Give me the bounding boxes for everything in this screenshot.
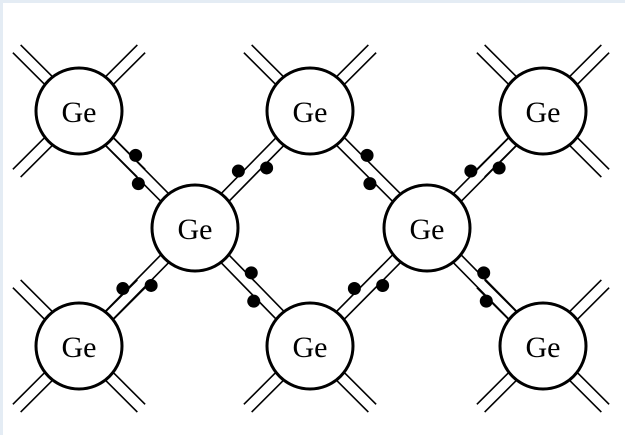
atom-circle: [382, 183, 472, 273]
shared-electron: [347, 281, 361, 295]
shared-electron: [231, 164, 245, 178]
germanium-atom: Ge: [498, 66, 588, 156]
shared-electron: [477, 266, 491, 280]
shared-electron: [131, 177, 145, 191]
shared-electron: [260, 161, 274, 175]
germanium-atom: Ge: [34, 301, 124, 391]
atom-label: Ge: [410, 213, 445, 246]
shared-electron: [144, 278, 158, 292]
shared-electron: [129, 148, 143, 162]
germanium-atom: Ge: [150, 183, 240, 273]
germanium-atom: Ge: [34, 66, 124, 156]
atom-circle: [34, 301, 124, 391]
shared-electron: [464, 164, 478, 178]
atom-label: Ge: [293, 96, 328, 129]
atom-label: Ge: [293, 331, 328, 364]
electrons-layer: [116, 148, 506, 308]
germanium-atom: Ge: [498, 301, 588, 391]
atom-circle: [265, 66, 355, 156]
shared-electron: [376, 279, 390, 293]
atom-circle: [498, 301, 588, 391]
atom-circle: [34, 66, 124, 156]
atom-label: Ge: [178, 213, 213, 246]
atom-circle: [498, 66, 588, 156]
germanium-atom: Ge: [382, 183, 472, 273]
shared-electron: [116, 282, 130, 296]
atom-label: Ge: [526, 96, 561, 129]
atom-label: Ge: [526, 331, 561, 364]
atom-circle: [265, 301, 355, 391]
germanium-atom: Ge: [265, 301, 355, 391]
atom-label: Ge: [62, 331, 97, 364]
shared-electron: [363, 177, 377, 191]
edge-bond-stubs: [12, 44, 610, 413]
shared-electron: [244, 266, 258, 280]
germanium-atom: Ge: [265, 66, 355, 156]
atom-label: Ge: [62, 96, 97, 129]
shared-electron: [492, 161, 506, 175]
atom-circle: [150, 183, 240, 273]
shared-electron: [360, 148, 374, 162]
shared-electron: [479, 294, 493, 308]
shared-electron: [247, 294, 261, 308]
